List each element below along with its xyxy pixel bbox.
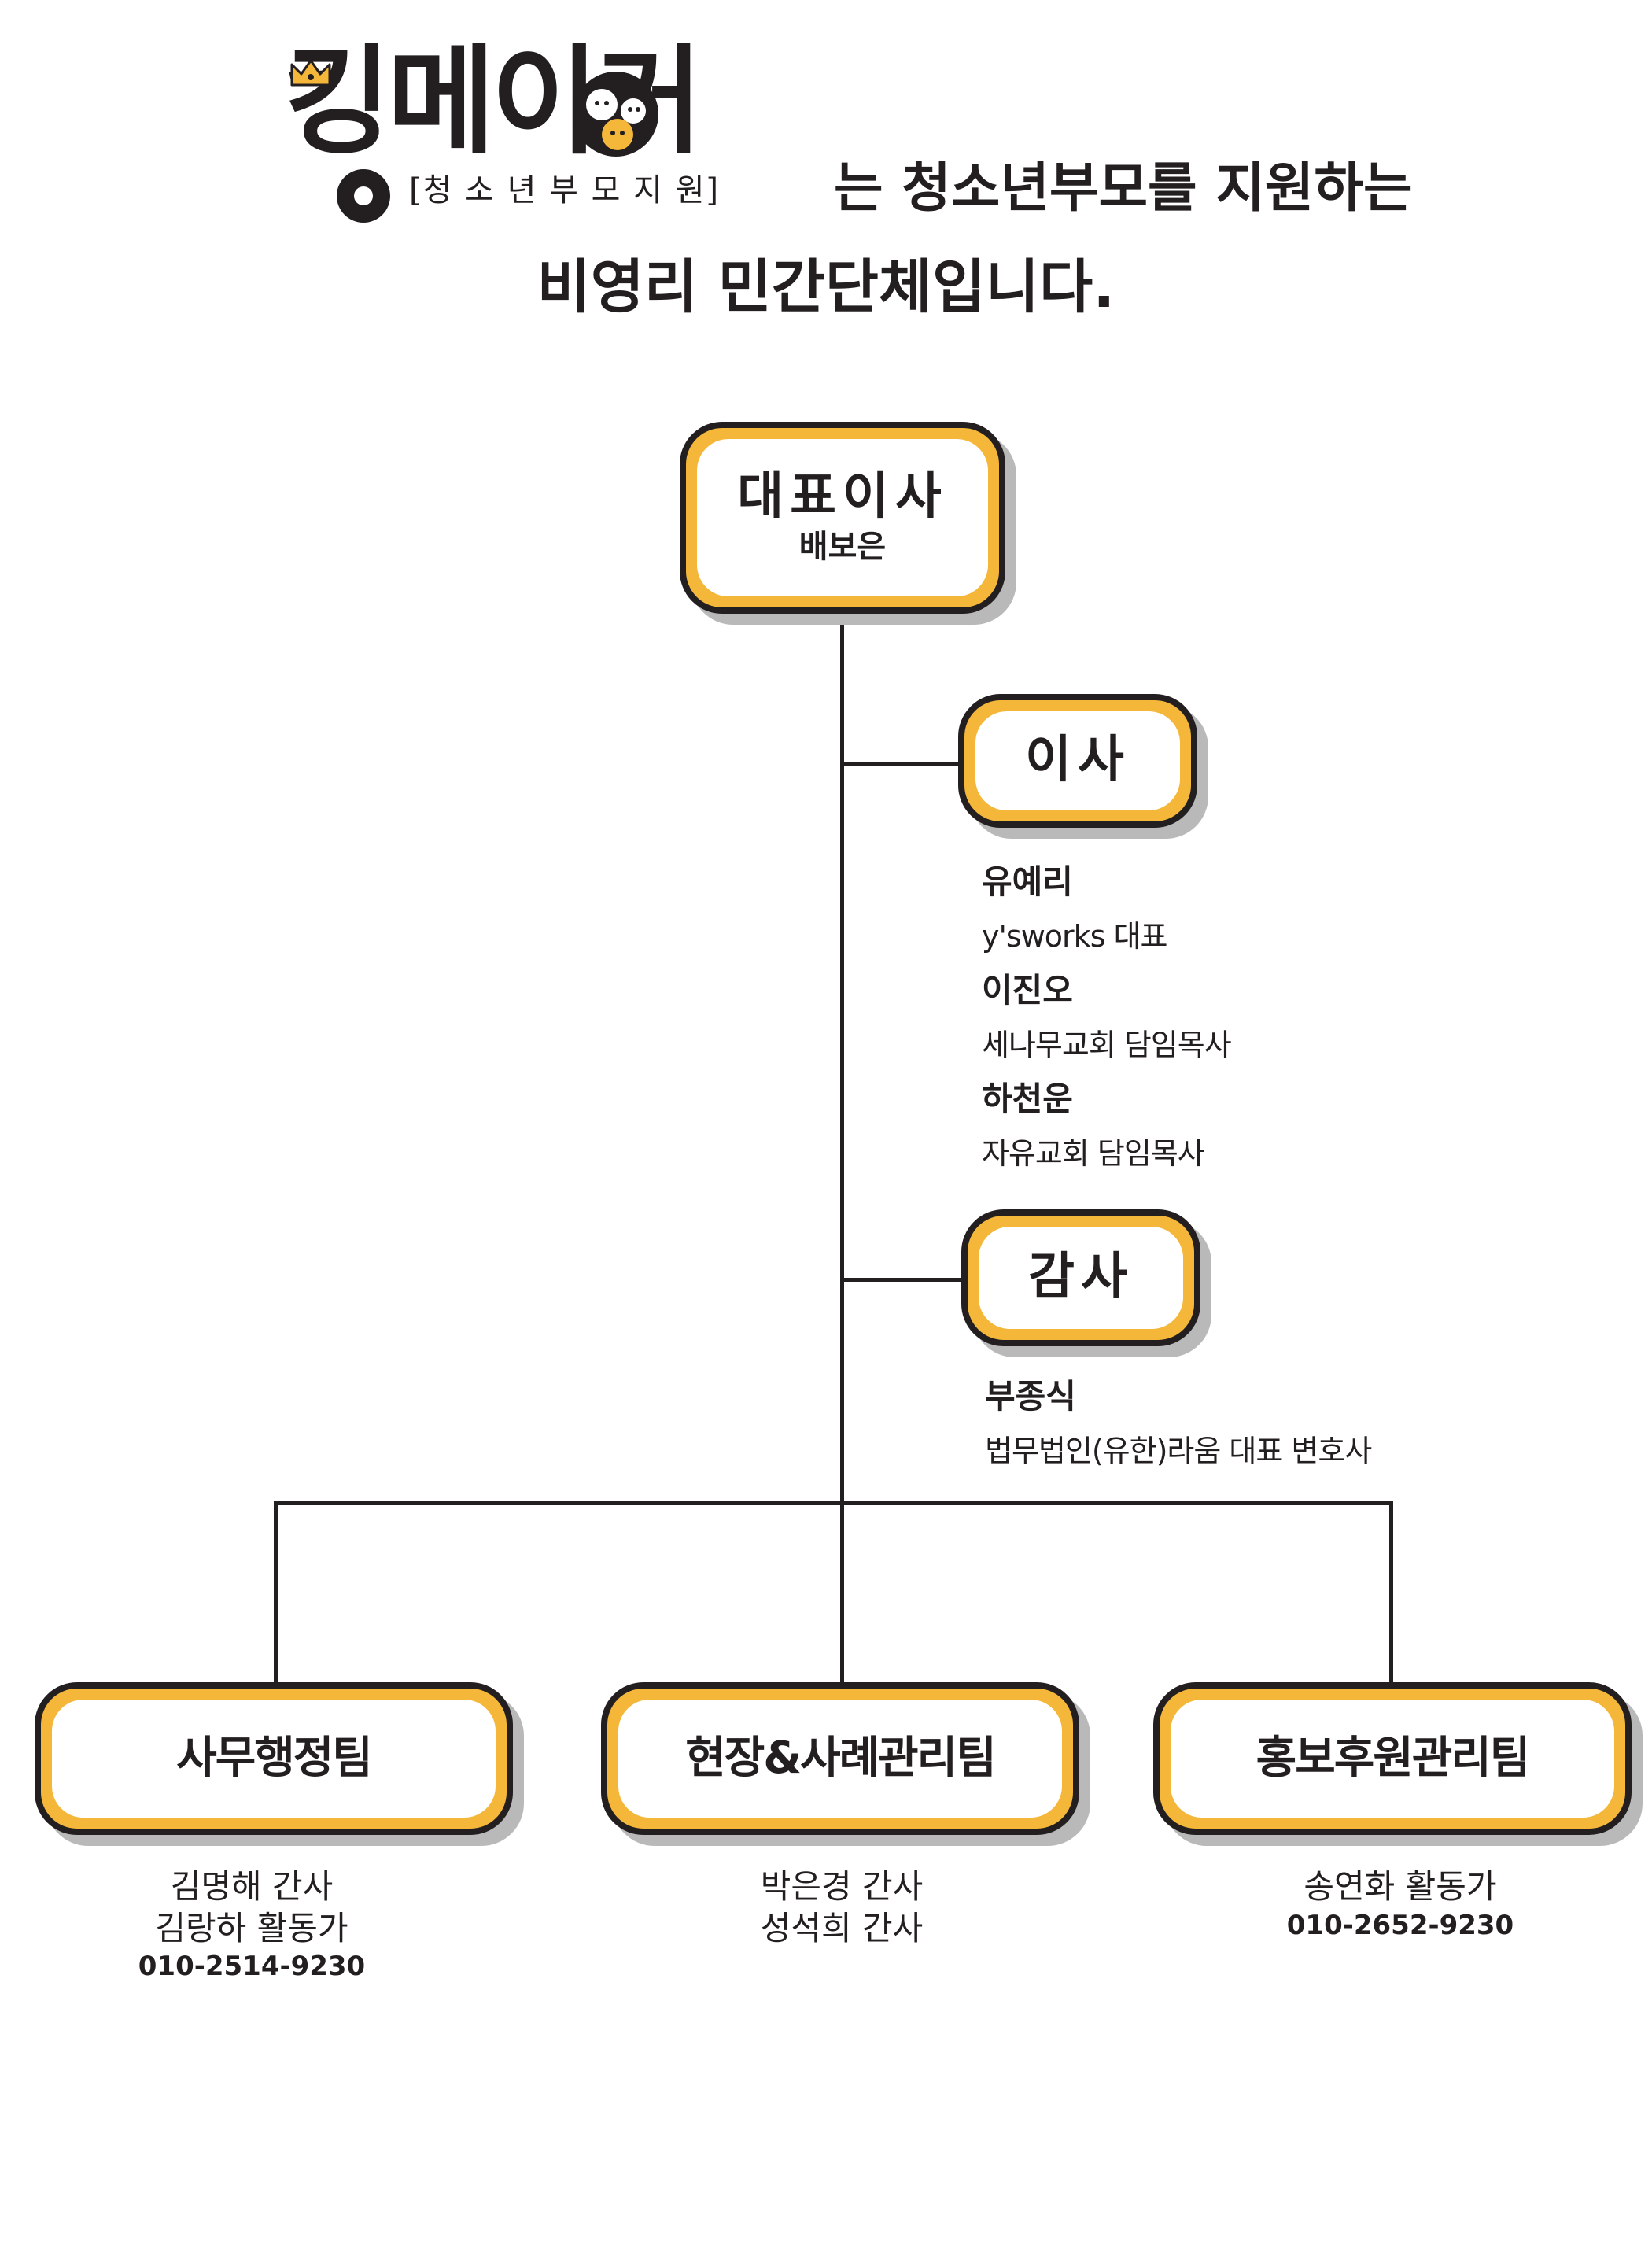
branch-line-auditor — [840, 1278, 964, 1282]
team-member: 성석희 간사 — [760, 1908, 924, 1947]
team-box-admin: 사무행정팀 — [35, 1682, 513, 1835]
ceo-title: 대표이사 — [737, 467, 948, 526]
team-title: 사무행정팀 — [176, 1732, 373, 1784]
logo-wordmark: 킹메이커 — [283, 43, 703, 161]
pacifier-icon — [337, 169, 390, 223]
directors-box: 이사 — [958, 694, 1197, 828]
team-phone: 010-2652-9230 — [1286, 1909, 1514, 1941]
team-members-pr-sponsor: 송연화 활동가 010-2652-9230 — [1188, 1866, 1613, 1943]
ceo-box: 대표이사 배보은 — [680, 422, 1005, 614]
team-box-field-case: 현장&사례관리팀 — [601, 1682, 1079, 1835]
auditor-box: 감사 — [961, 1209, 1200, 1346]
intro-line-1: 는 청소년부모를 지원하는 — [834, 157, 1413, 220]
team-members-field-case: 박은경 간사 성석희 간사 — [629, 1866, 1054, 1949]
team-bus-line — [274, 1501, 1393, 1505]
director-name: 하천운 — [982, 1080, 1073, 1118]
team-phone: 010-2514-9230 — [138, 1951, 366, 1982]
trunk-line — [840, 611, 844, 1684]
intro-line-2: 비영리 민간단체입니다. — [537, 253, 1115, 321]
director-role: 자유교회 담임목사 — [982, 1136, 1205, 1171]
auditor-role: 법무법인(유한)라움 대표 변호사 — [985, 1434, 1372, 1468]
auditor-title: 감사 — [1028, 1248, 1134, 1307]
directors-title: 이사 — [1025, 731, 1130, 790]
team-member: 김랑하 활동가 — [155, 1908, 348, 1947]
team-box-pr-sponsor: 홍보후원관리팀 — [1153, 1682, 1632, 1835]
auditor-member-list: 부종식 법무법인(유한)라움 대표 변호사 — [985, 1369, 1425, 1478]
director-role: 세나무교회 담임목사 — [982, 1028, 1232, 1062]
director-name: 이진오 — [982, 971, 1073, 1010]
team-member: 김명해 간사 — [170, 1867, 334, 1906]
crown-icon — [290, 59, 331, 87]
ceo-name: 배보은 — [798, 528, 887, 565]
team-members-admin: 김명해 간사 김랑하 활동가 010-2514-9230 — [39, 1866, 464, 1984]
team-member: 박은경 간사 — [760, 1867, 924, 1906]
team-member: 송연화 활동가 — [1304, 1867, 1497, 1906]
team-title: 현장&사례관리팀 — [685, 1732, 996, 1784]
mascot-icon — [573, 72, 658, 157]
branch-line-directors — [840, 762, 961, 766]
directors-member-list: 유예리 y'sworks 대표 이진오 세나무교회 담임목사 하천운 자유교회 … — [982, 855, 1375, 1180]
drop-line-team-1 — [274, 1501, 278, 1684]
logo-subtitle: [청 소 년 부 모 지 원] — [409, 172, 721, 209]
director-role: y'sworks 대표 — [982, 919, 1168, 954]
drop-line-team-3 — [1389, 1501, 1393, 1684]
director-name: 유예리 — [982, 862, 1073, 901]
auditor-name: 부종식 — [985, 1377, 1076, 1416]
team-title: 홍보후원관리팀 — [1256, 1732, 1531, 1784]
